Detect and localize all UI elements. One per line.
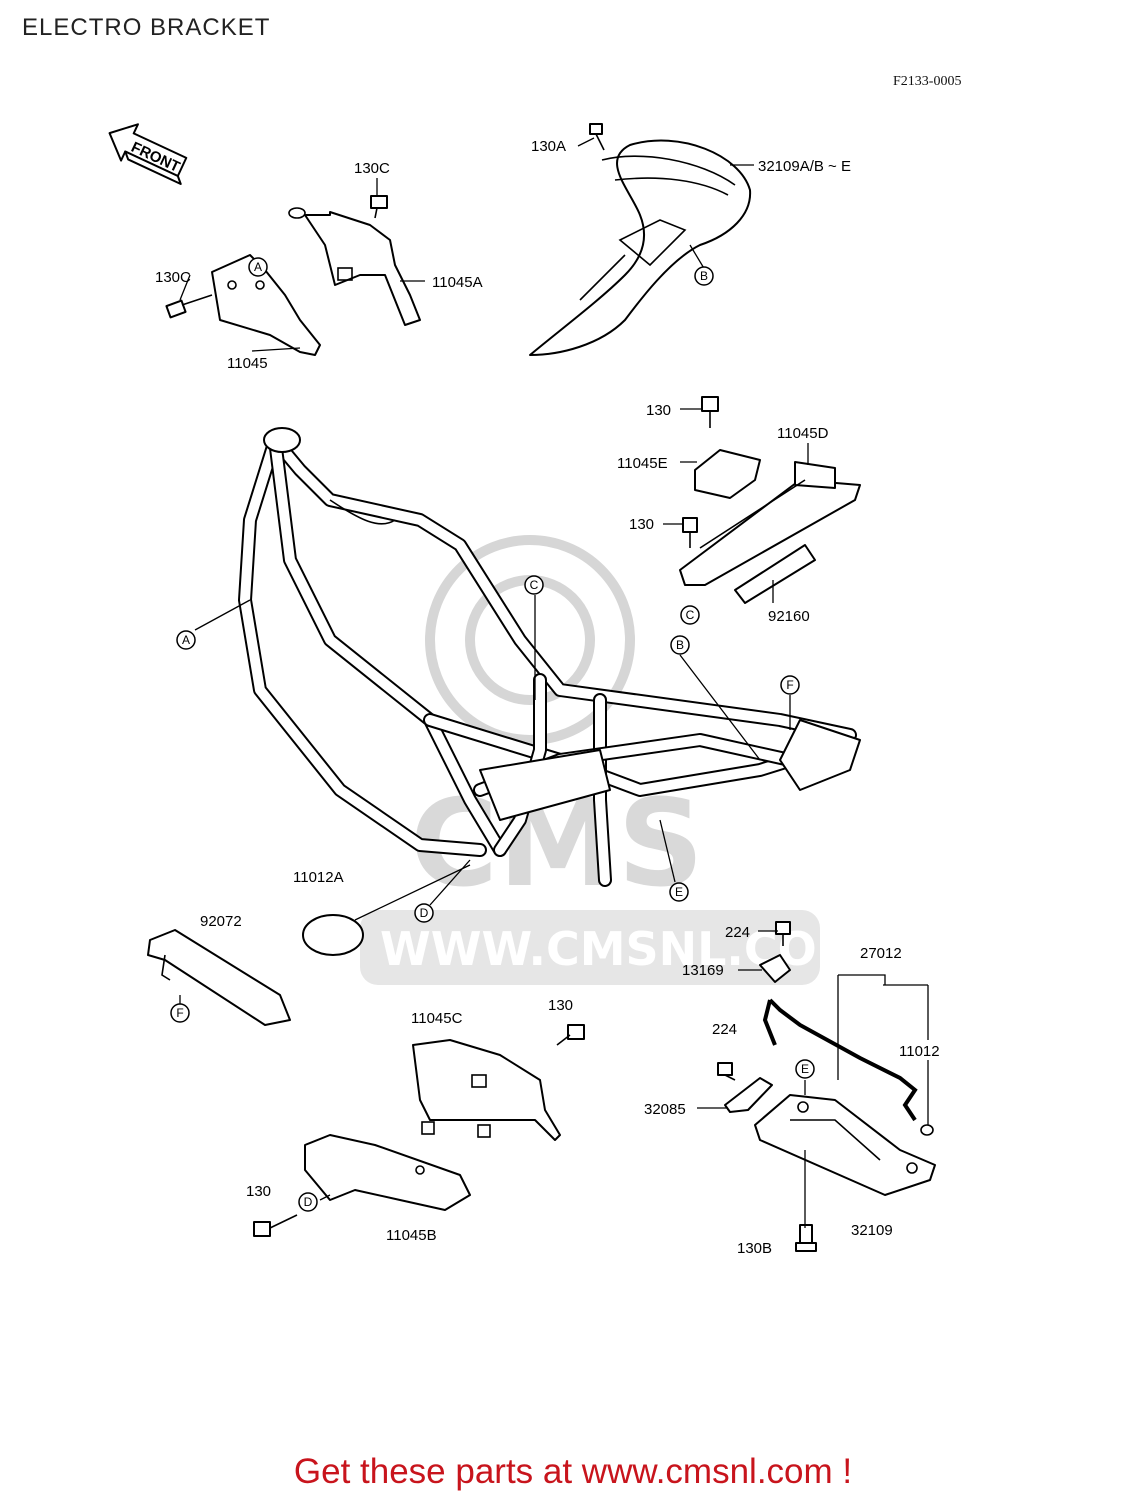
part-labels: 130A 32109A/B ~ E 130C 130C 11045A 11045… [155,138,940,1257]
label-11045D: 11045D [777,425,829,442]
label-11045: 11045 [227,355,268,372]
frame-part[interactable] [238,427,861,887]
marker-C-frame: C [524,575,544,595]
footer-cta-link[interactable]: Get these parts at www.cmsnl.com ! [293,1452,853,1491]
marker-D-bracket: D [298,1192,318,1212]
label-27012: 27012 [860,945,902,962]
svg-text:E: E [675,885,683,899]
svg-text:A: A [254,260,262,274]
front-arrow-icon: FRONT [108,123,188,185]
marker-A-top: A [248,257,268,277]
bolt-130-bottom-icon [253,1214,298,1237]
figure-code: F2133-0005 [893,74,962,89]
label-32109ABE: 32109A/B ~ E [758,158,851,175]
marker-B-frame: B [670,635,690,655]
bolt-130-mid-icon [682,517,698,548]
label-11012A: 11012A [293,869,344,886]
watermark-url-banner [360,910,820,985]
svg-text:B: B [700,269,708,283]
label-130C-top: 130C [354,160,390,177]
reference-markers: A A B B C C D D E E F F [170,257,815,1212]
bolt-130-top-icon [701,396,719,428]
marker-E-bracket: E [795,1059,815,1079]
bracket-11045C-part[interactable] [412,1039,561,1141]
label-13169: 13169 [682,962,724,979]
marker-D-frame: D [414,903,434,923]
label-92160: 92160 [768,608,810,625]
bracket-11045B-part[interactable] [304,1134,471,1211]
seat-cowl-part[interactable] [529,139,752,356]
label-130-lower: 130 [548,997,573,1014]
label-11045B: 11045B [386,1227,437,1244]
bolt-130C-left-icon [165,294,213,319]
label-224-top: 224 [725,924,750,941]
bracket-32109-part[interactable] [754,1094,936,1196]
svg-text:D: D [420,906,429,920]
svg-text:F: F [176,1006,183,1020]
marker-B-cowl: B [694,266,714,286]
svg-text:E: E [801,1062,809,1076]
bolt-130B-icon [795,1224,817,1252]
label-130-bottom: 130 [246,1183,271,1200]
bolt-224-low-icon [717,1062,736,1081]
marker-A-frame: A [176,630,196,650]
label-11045E: 11045E [617,455,668,472]
grommet-11012A-part[interactable] [302,914,364,956]
leader-lines [179,137,929,1228]
clamp-13169-part[interactable] [759,954,791,983]
svg-text:A: A [182,633,190,647]
svg-text:C: C [530,578,539,592]
svg-text:B: B [676,638,684,652]
page-title: ELECTRO BRACKET [22,14,271,41]
label-224-low: 224 [712,1021,737,1038]
label-11045A: 11045A [432,274,483,291]
bracket-11045A-part[interactable] [288,207,421,326]
marker-C-bracket: C [680,605,700,625]
svg-text:F: F [786,678,793,692]
marker-E-frame: E [669,882,689,902]
bolt-130A-icon [589,123,605,151]
bracket-32085-part[interactable] [724,1077,773,1113]
label-32109: 32109 [851,1222,893,1239]
bracket-11045D-part[interactable] [679,461,861,586]
label-130C-left: 130C [155,269,191,286]
label-11045C: 11045C [411,1010,463,1027]
marker-F-strap: F [170,1003,190,1023]
bolt-130C-top-icon [370,195,388,219]
marker-F-frame: F [780,675,800,695]
label-11012: 11012 [899,1043,940,1060]
svg-text:C: C [686,608,695,622]
label-130B: 130B [737,1240,772,1257]
label-32085: 32085 [644,1101,686,1118]
label-92072: 92072 [200,913,242,930]
strap-92072-part[interactable] [147,929,291,1026]
bolt-130-lower-icon [556,1024,585,1046]
pad-92160-part[interactable] [734,544,816,604]
bolt-224-top-icon [775,921,791,946]
svg-text:D: D [304,1195,313,1209]
label-130A: 130A [531,138,566,155]
rod-27012-part[interactable] [762,998,934,1136]
label-130-mid: 130 [629,516,654,533]
watermark-mascot-ring [425,535,635,745]
cover-11045E-part[interactable] [694,449,761,499]
label-130-top: 130 [646,402,671,419]
